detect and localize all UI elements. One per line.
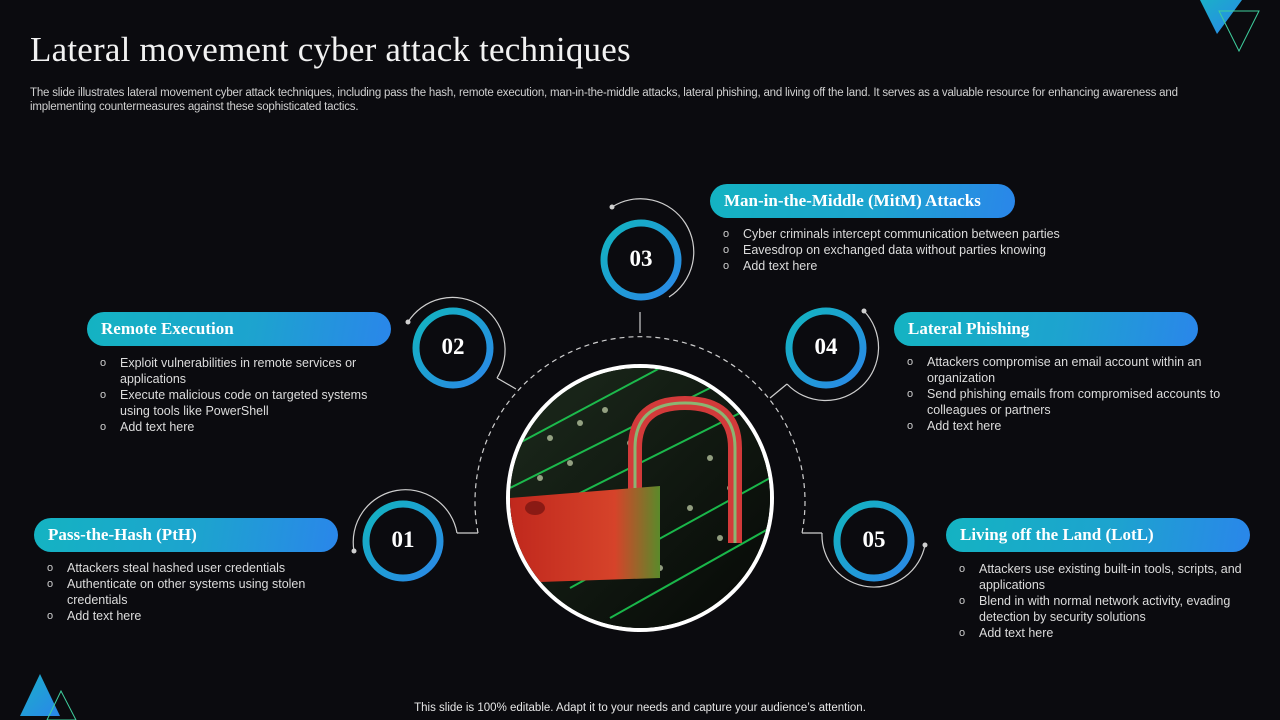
step-number-01: 01 xyxy=(391,527,415,552)
bullet-item: Add text here xyxy=(907,418,1247,434)
bullet-item: Send phishing emails from compromised ac… xyxy=(907,386,1247,418)
technique-title: Remote Execution xyxy=(101,319,234,338)
technique-bullets-man-in-the-middle: Cyber criminals intercept communication … xyxy=(723,226,1123,274)
triangle-decoration-top-right xyxy=(1200,0,1260,53)
dashed-orbit-arc xyxy=(474,336,806,534)
padlock-keyboard-image xyxy=(510,368,770,628)
number-rings xyxy=(362,219,915,582)
technique-bullets-remote-execution: Exploit vulnerabilities in remote servic… xyxy=(100,355,380,435)
step-number-02: 02 xyxy=(441,334,465,359)
bullet-item: Eavesdrop on exchanged data without part… xyxy=(723,242,1123,258)
bullet-item: Add text here xyxy=(47,608,327,624)
triangle-decoration-bottom-left xyxy=(20,674,77,720)
technique-bullets-lateral-phishing: Attackers compromise an email account wi… xyxy=(907,354,1247,434)
technique-header-remote-execution: Remote Execution xyxy=(87,312,391,346)
technique-title: Lateral Phishing xyxy=(908,319,1030,338)
technique-header-pass-the-hash: Pass-the-Hash (PtH) xyxy=(34,518,338,552)
bullet-item: Exploit vulnerabilities in remote servic… xyxy=(100,355,380,387)
step-number-05: 05 xyxy=(862,527,886,552)
technique-title: Living off the Land (LotL) xyxy=(960,525,1154,544)
technique-header-lateral-phishing: Lateral Phishing xyxy=(894,312,1198,346)
step-number-03: 03 xyxy=(629,246,653,271)
bullet-item: Add text here xyxy=(959,625,1254,641)
bullet-item: Attackers steal hashed user credentials xyxy=(47,560,327,576)
bullet-item: Execute malicious code on targeted syste… xyxy=(100,387,380,419)
technique-bullets-pass-the-hash: Attackers steal hashed user credentials … xyxy=(47,560,327,624)
bullet-item: Add text here xyxy=(100,419,380,435)
technique-title: Pass-the-Hash (PtH) xyxy=(48,525,197,544)
bullet-item: Attackers compromise an email account wi… xyxy=(907,354,1217,386)
connector-lines xyxy=(352,198,926,588)
bullet-item: Authenticate on other systems using stol… xyxy=(47,576,327,608)
slide-description: The slide illustrates lateral movement c… xyxy=(30,87,1178,113)
slide-footer-note: This slide is 100% editable. Adapt it to… xyxy=(414,702,866,714)
step-number-04: 04 xyxy=(814,334,838,359)
bullet-item: Add text here xyxy=(723,258,1123,274)
connector-dots xyxy=(351,204,928,554)
bullet-item: Blend in with normal network activity, e… xyxy=(959,593,1254,625)
slide-title: Lateral movement cyber attack techniques xyxy=(30,30,631,69)
technique-header-man-in-the-middle: Man-in-the-Middle (MitM) Attacks xyxy=(710,184,1015,218)
bullet-item: Cyber criminals intercept communication … xyxy=(723,226,1123,242)
technique-header-living-off-the-land: Living off the Land (LotL) xyxy=(946,518,1250,552)
technique-bullets-living-off-the-land: Attackers use existing built-in tools, s… xyxy=(959,561,1254,641)
technique-title: Man-in-the-Middle (MitM) Attacks xyxy=(724,191,981,210)
bullet-item: Attackers use existing built-in tools, s… xyxy=(959,561,1254,593)
